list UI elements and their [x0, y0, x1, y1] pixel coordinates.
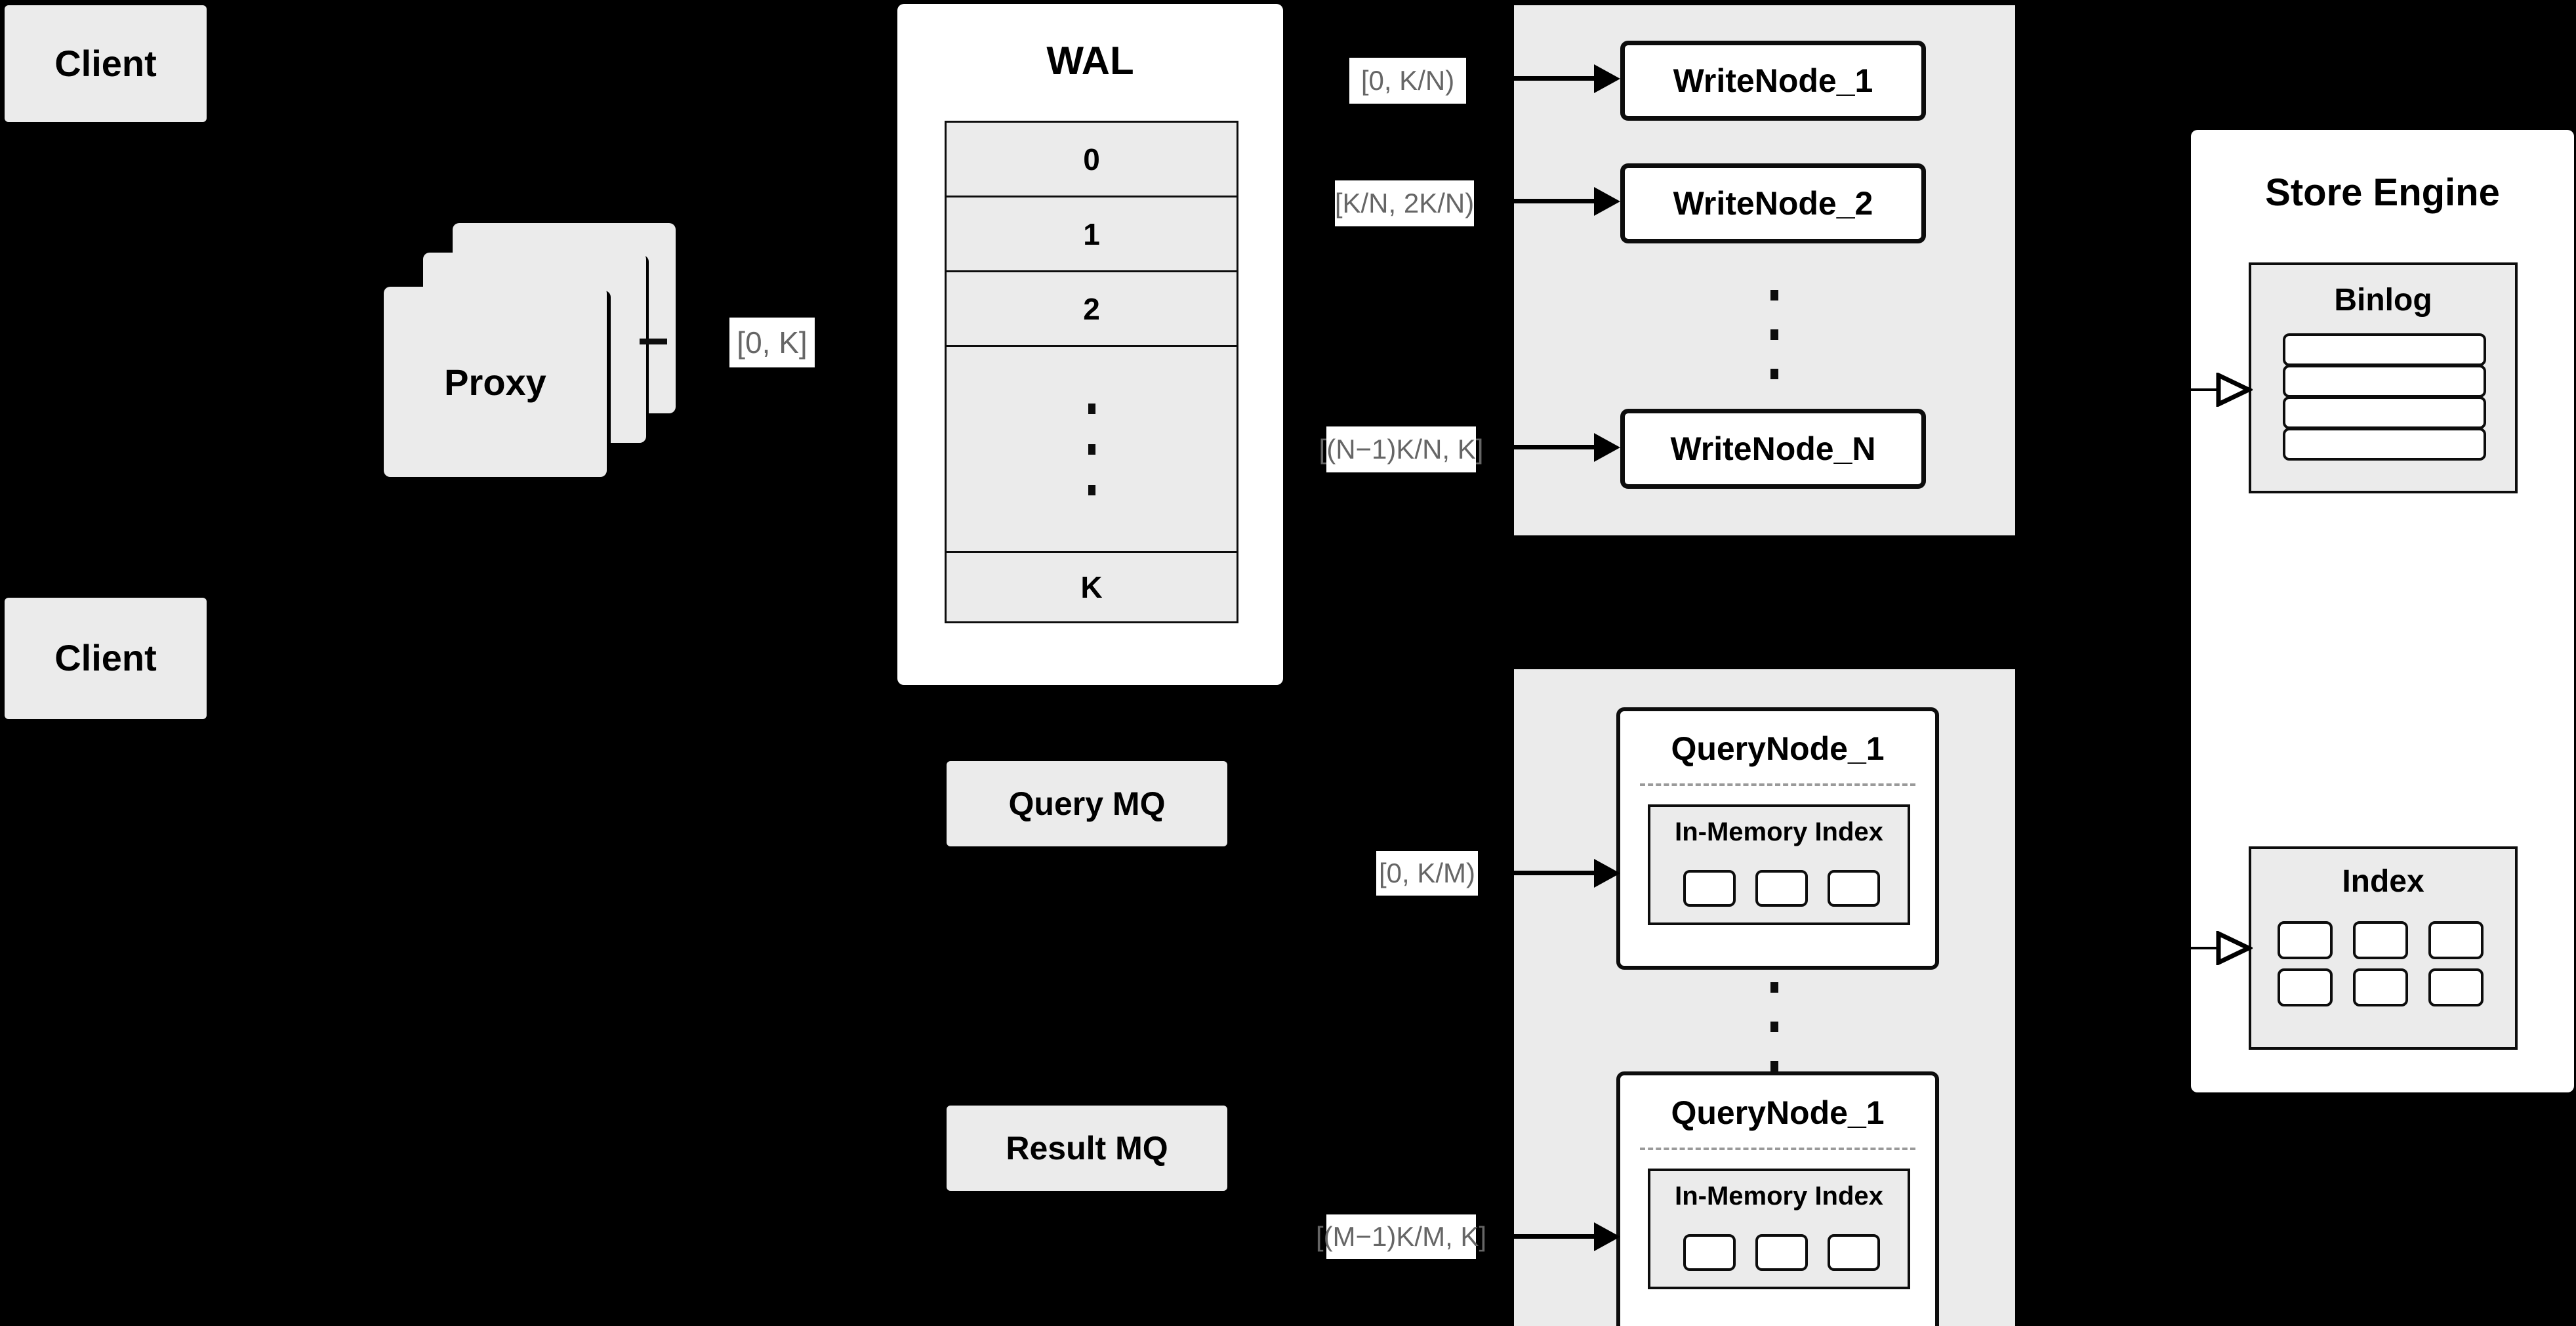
query-node-2-range-label: [(M−1)K/M, K] — [1316, 1214, 1486, 1259]
query-node-2-inmemory-index: In-Memory Index — [1648, 1169, 1910, 1289]
write-node-1-arrow-head — [1594, 64, 1620, 93]
result-mq-label: Result MQ — [1006, 1129, 1168, 1167]
binlog-row — [2283, 333, 2486, 366]
query-node-2-box: QueryNode_1 In-Memory Index — [1616, 1071, 1939, 1326]
write-node-2-box: WriteNode_2 — [1620, 163, 1926, 243]
client-box-1: Client — [5, 5, 207, 122]
query-node-2-arrow-head — [1594, 1222, 1620, 1251]
inmemory-index-cell — [1755, 1234, 1808, 1271]
write-node-n-arrow-line — [1514, 445, 1603, 449]
index-cell — [2278, 921, 2333, 959]
query-cluster-ellipsis — [1748, 968, 1801, 1086]
write-node-2-arrow-line — [1514, 199, 1603, 203]
inmemory-index-cell — [1828, 870, 1880, 907]
query-node-2-title: QueryNode_1 — [1671, 1094, 1885, 1131]
binlog-row — [2283, 428, 2486, 461]
binlog-box: Binlog — [2249, 262, 2518, 493]
inmemory-index-cell — [1683, 1234, 1736, 1271]
inmemory-index-cell — [1755, 870, 1808, 907]
inmemory-index-cell — [1828, 1234, 1880, 1271]
wal-table: 0 1 2 K — [945, 121, 1238, 623]
binlog-title: Binlog — [2334, 283, 2432, 318]
index-cell — [2428, 921, 2484, 959]
write-node-1-arrow-line — [1514, 76, 1603, 81]
write-node-n-box: WriteNode_N — [1620, 409, 1926, 489]
query-node-1-title: QueryNode_1 — [1671, 730, 1885, 767]
result-mq-box: Result MQ — [947, 1106, 1227, 1191]
query-node-2-divider — [1640, 1148, 1915, 1150]
query-node-1-inmemory-index: In-Memory Index — [1648, 804, 1910, 925]
query-node-1-arrow-head — [1594, 859, 1620, 888]
write-node-1-range-label: [0, K/N) — [1349, 58, 1466, 104]
inmemory-index-title: In-Memory Index — [1675, 818, 1883, 846]
query-node-1-box: QueryNode_1 In-Memory Index — [1616, 707, 1939, 970]
index-cell — [2428, 968, 2484, 1006]
client-label: Client — [54, 42, 157, 84]
index-arrow-line — [2188, 947, 2227, 949]
wal-row: 1 — [947, 197, 1237, 272]
inmemory-index-cell — [1683, 870, 1736, 907]
query-node-1-divider — [1640, 783, 1915, 786]
write-cluster-ellipsis — [1748, 276, 1801, 394]
proxy-label: Proxy — [444, 361, 546, 403]
wal-row-ellipsis — [947, 347, 1237, 553]
client-box-2: Client — [5, 598, 207, 719]
index-cell — [2353, 968, 2408, 1006]
binlog-row — [2283, 365, 2486, 398]
query-mq-box: Query MQ — [947, 761, 1227, 846]
query-mq-label: Query MQ — [1008, 785, 1166, 822]
wal-row: K — [947, 553, 1237, 621]
write-node-2-arrow-head — [1594, 187, 1620, 216]
index-cell — [2353, 921, 2408, 959]
index-arrow-head-icon — [2216, 931, 2253, 965]
store-engine-title: Store Engine — [2265, 171, 2500, 214]
write-node-n-arrow-head — [1594, 433, 1620, 462]
query-node-2-arrow-line — [1514, 1234, 1603, 1239]
write-node-2-range-label: [K/N, 2K/N) — [1335, 180, 1474, 226]
wal-row: 2 — [947, 272, 1237, 347]
proxy-range-label: [0, K] — [729, 318, 815, 367]
wal-title: WAL — [1046, 39, 1134, 83]
write-node-1-box: WriteNode_1 — [1620, 41, 1926, 121]
index-title: Index — [2342, 864, 2424, 899]
query-node-1-arrow-line — [1514, 871, 1603, 875]
index-box: Index — [2249, 846, 2518, 1050]
wal-row: 0 — [947, 123, 1237, 197]
binlog-row — [2283, 396, 2486, 429]
proxy-card-front: Proxy — [384, 287, 607, 477]
write-node-n-range-label: [(N−1)K/N, K] — [1319, 426, 1483, 472]
inmemory-index-title: In-Memory Index — [1675, 1182, 1883, 1211]
query-node-1-range-label: [0, K/M) — [1376, 851, 1478, 896]
binlog-arrow-head-icon — [2216, 373, 2253, 407]
binlog-arrow-line — [2188, 388, 2227, 391]
client-label: Client — [54, 637, 157, 679]
index-cell — [2278, 968, 2333, 1006]
proxy-connector-stub — [640, 339, 667, 344]
